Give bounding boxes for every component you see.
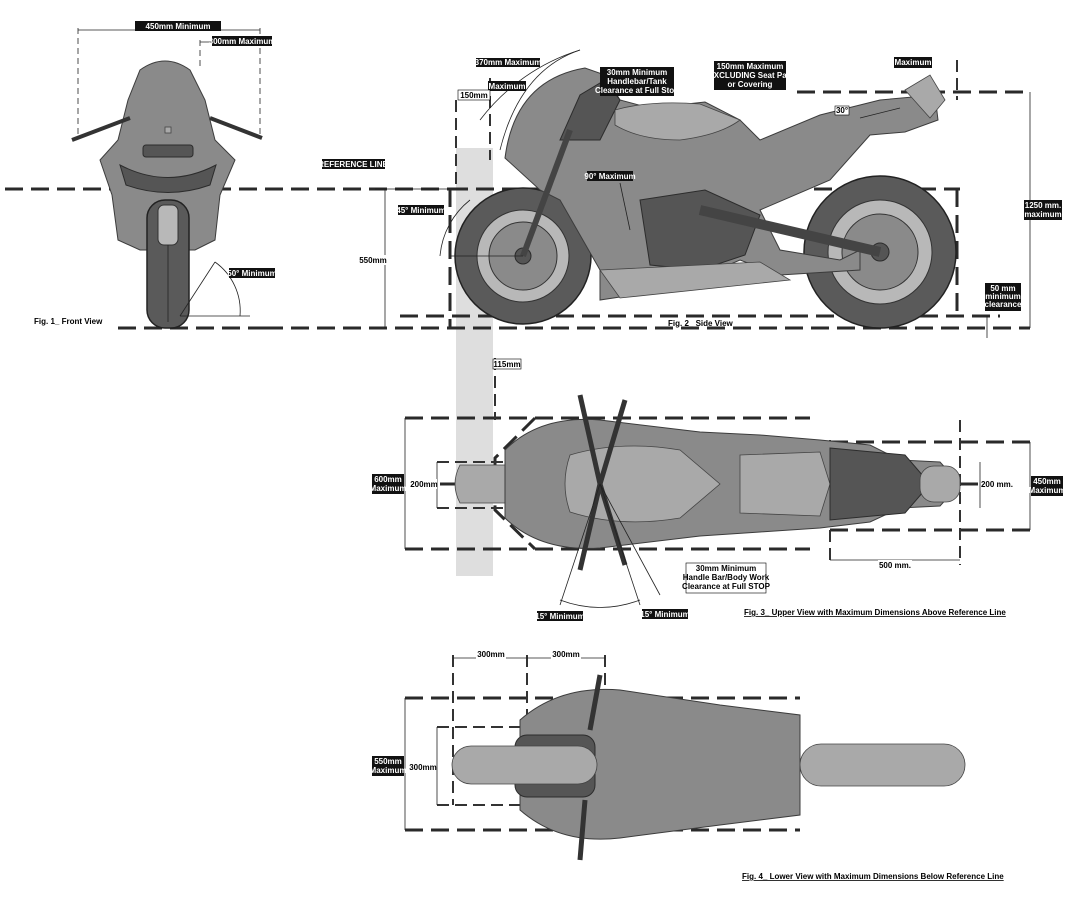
fig1-width-min-label: 450mm Minimum [146, 22, 211, 31]
width-300-label: 300mm [409, 763, 437, 772]
tail-section [904, 74, 946, 119]
width-600-l2: Maximum [370, 484, 407, 493]
belly-pan [599, 261, 792, 299]
seat-note-l1: 150mm Maximum [717, 62, 784, 71]
fig1-front-view [5, 28, 450, 330]
handlebar-clearance-l1: 30mm Minimum [607, 68, 667, 77]
swingarm [698, 205, 882, 257]
top-left-handlebar [577, 394, 603, 485]
width-600-l1: 600mm [374, 475, 402, 484]
seat-note-l3: or Covering [728, 80, 773, 89]
dim-550-label: 550mm [359, 256, 387, 265]
width-200-left-label: 200mm [410, 480, 438, 489]
engine [639, 189, 761, 271]
front-fork [520, 128, 573, 258]
width-450-l1: 450mm [1033, 477, 1061, 486]
fig1-caption: Fig. 1_ Front View [34, 317, 103, 326]
clearance-50-l1: 50 mm [990, 284, 1015, 293]
fig3-caption: Fig. 3_ Upper View with Maximum Dimensio… [744, 608, 1006, 617]
width-550-l1: 550mm [374, 757, 402, 766]
angle-45-label: 45° Minimum [396, 206, 445, 215]
fig3-upper-view [404, 358, 1031, 608]
top-seat [739, 451, 831, 517]
fig4-lower-view [404, 655, 966, 861]
bar-clearance-l3: Clearance at Full STOP [682, 582, 771, 591]
left-handlebar [71, 116, 131, 142]
width-450-l2: Maximum [1029, 486, 1066, 495]
top-tail [829, 447, 931, 521]
reference-line-label: REFERENCE LINE [318, 160, 388, 169]
right-handlebar [209, 116, 263, 140]
bottom-rear-tire [799, 743, 966, 787]
dim-150-label: 150mm [460, 91, 488, 100]
dim-370-label: 370mm Maximum [475, 58, 542, 67]
width-550-l2: Maximum [370, 766, 407, 775]
angle-30-label: 30° [836, 106, 848, 115]
clearance-50-l2: minimum [985, 292, 1021, 301]
width-200-right-label: 200 mm. [981, 480, 1013, 489]
handlebar-clearance-l3: Clearance at Full Stop [595, 86, 679, 95]
length-500-label: 500 mm. [879, 561, 911, 570]
handlebar-clearance-l2: Handlebar/Tank [607, 77, 667, 86]
angle-right-label: 15° Minimum [640, 610, 689, 619]
fig2-side-view [265, 44, 1031, 338]
dim-300-a-label: 300mm [477, 650, 505, 659]
fig4-caption: Fig. 4_ Lower View with Maximum Dimensio… [742, 872, 1004, 881]
clearance-50-l3: clearance [985, 300, 1022, 309]
height-1250-l2: maximum [1024, 210, 1061, 219]
bar-clearance-l2: Handle Bar/Body Work [683, 573, 770, 582]
seat-note-l2: EXCLUDING Seat Pad [708, 71, 791, 80]
top-rear-tire [919, 465, 961, 503]
dim-300-b-label: 300mm [552, 650, 580, 659]
tail-maximum-label: Maximum [895, 58, 932, 67]
bottom-front-tire [451, 745, 598, 785]
height-1250-l1: 1250 mm. [1025, 201, 1061, 210]
angle-left-label: 15° Minimum [535, 612, 584, 621]
front-intake [142, 144, 194, 158]
fig2-caption: Fig. 2_ Side View [668, 319, 734, 328]
bar-clearance-l1: 30mm Minimum [696, 564, 756, 573]
front-light [164, 126, 172, 134]
fig1-angle-label: 50° Minimum [227, 269, 276, 278]
angle-90-label: 90° Maximum [584, 172, 635, 181]
top-right-handlebar [577, 483, 603, 571]
fuel-tank [614, 102, 741, 141]
fig1-width-max-label: 300mm Maximum [209, 37, 276, 46]
dim-115-label: 115mm [493, 360, 520, 369]
fairing-maximum-label: Maximum [489, 82, 526, 91]
